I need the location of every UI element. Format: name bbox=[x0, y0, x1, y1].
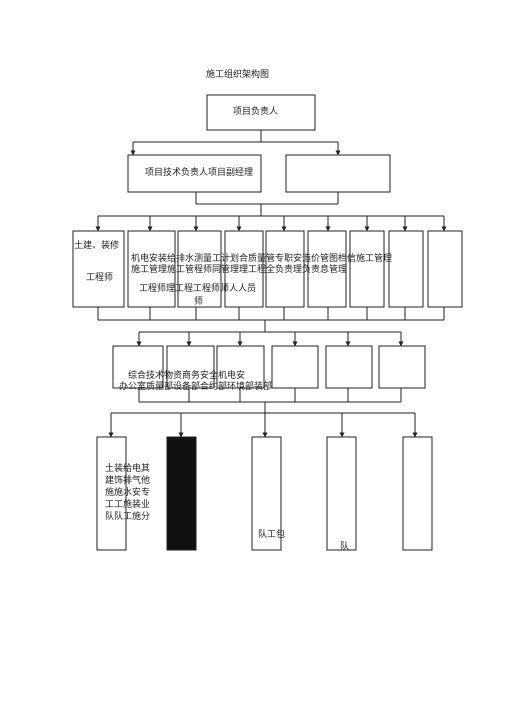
level3-box-9 bbox=[427, 230, 463, 308]
technical-leader-label: 项目技术负责人项目副经理 bbox=[145, 168, 254, 178]
level5-box-4 bbox=[326, 436, 357, 551]
project-leader-label: 项目负责人 bbox=[233, 107, 279, 117]
level2-right-box bbox=[285, 154, 391, 193]
level3-text-row3: 工程师理工程工程师师人人员 bbox=[139, 284, 257, 294]
level5-box-1 bbox=[96, 436, 127, 551]
civil-decoration-label-2: 工程师 bbox=[86, 273, 114, 283]
level3-box-5 bbox=[265, 230, 305, 308]
level5-box-3 bbox=[251, 436, 282, 551]
civil-decoration-label: 土建、装修 bbox=[74, 241, 120, 251]
level4-text-row2: 办公室质量部设备部合约部环境部装部 bbox=[119, 382, 273, 392]
level4-box-5 bbox=[325, 345, 373, 389]
technical-leader-box bbox=[127, 154, 262, 193]
level4-box-6 bbox=[378, 345, 426, 389]
level3-text-row2: 施工管理施工管程师同管理理工程全负责理负责息管理 bbox=[131, 265, 348, 275]
level3-box-4 bbox=[224, 230, 264, 308]
level3-text-row4: 师 bbox=[194, 297, 204, 307]
level5-box-2 bbox=[166, 436, 197, 551]
level5-text-col3: 队工包 bbox=[258, 530, 286, 540]
level3-box-8 bbox=[388, 230, 424, 308]
level3-box-3 bbox=[177, 230, 222, 308]
level4-box-1 bbox=[112, 345, 164, 389]
level4-text-row1: 综合技术物资商务安全机电安 bbox=[128, 371, 246, 381]
level5-text-col4: 队 bbox=[340, 542, 350, 552]
level4-box-2 bbox=[166, 345, 215, 389]
level3-text-row1: 机电安装给排水测量工计划合质量管专职安造价管图档信施工管理 bbox=[131, 254, 393, 264]
level3-box-2 bbox=[127, 230, 176, 308]
chart-title: 施工组织架构图 bbox=[206, 70, 270, 80]
level3-box-7 bbox=[349, 230, 385, 308]
level4-box-4 bbox=[271, 345, 319, 389]
level3-box-6 bbox=[307, 230, 347, 308]
level5-box-5 bbox=[402, 436, 433, 551]
level5-text-col1: 土装给电其 建饰排气他 施施水安专 工工施装业 队队工施分 bbox=[105, 464, 151, 522]
